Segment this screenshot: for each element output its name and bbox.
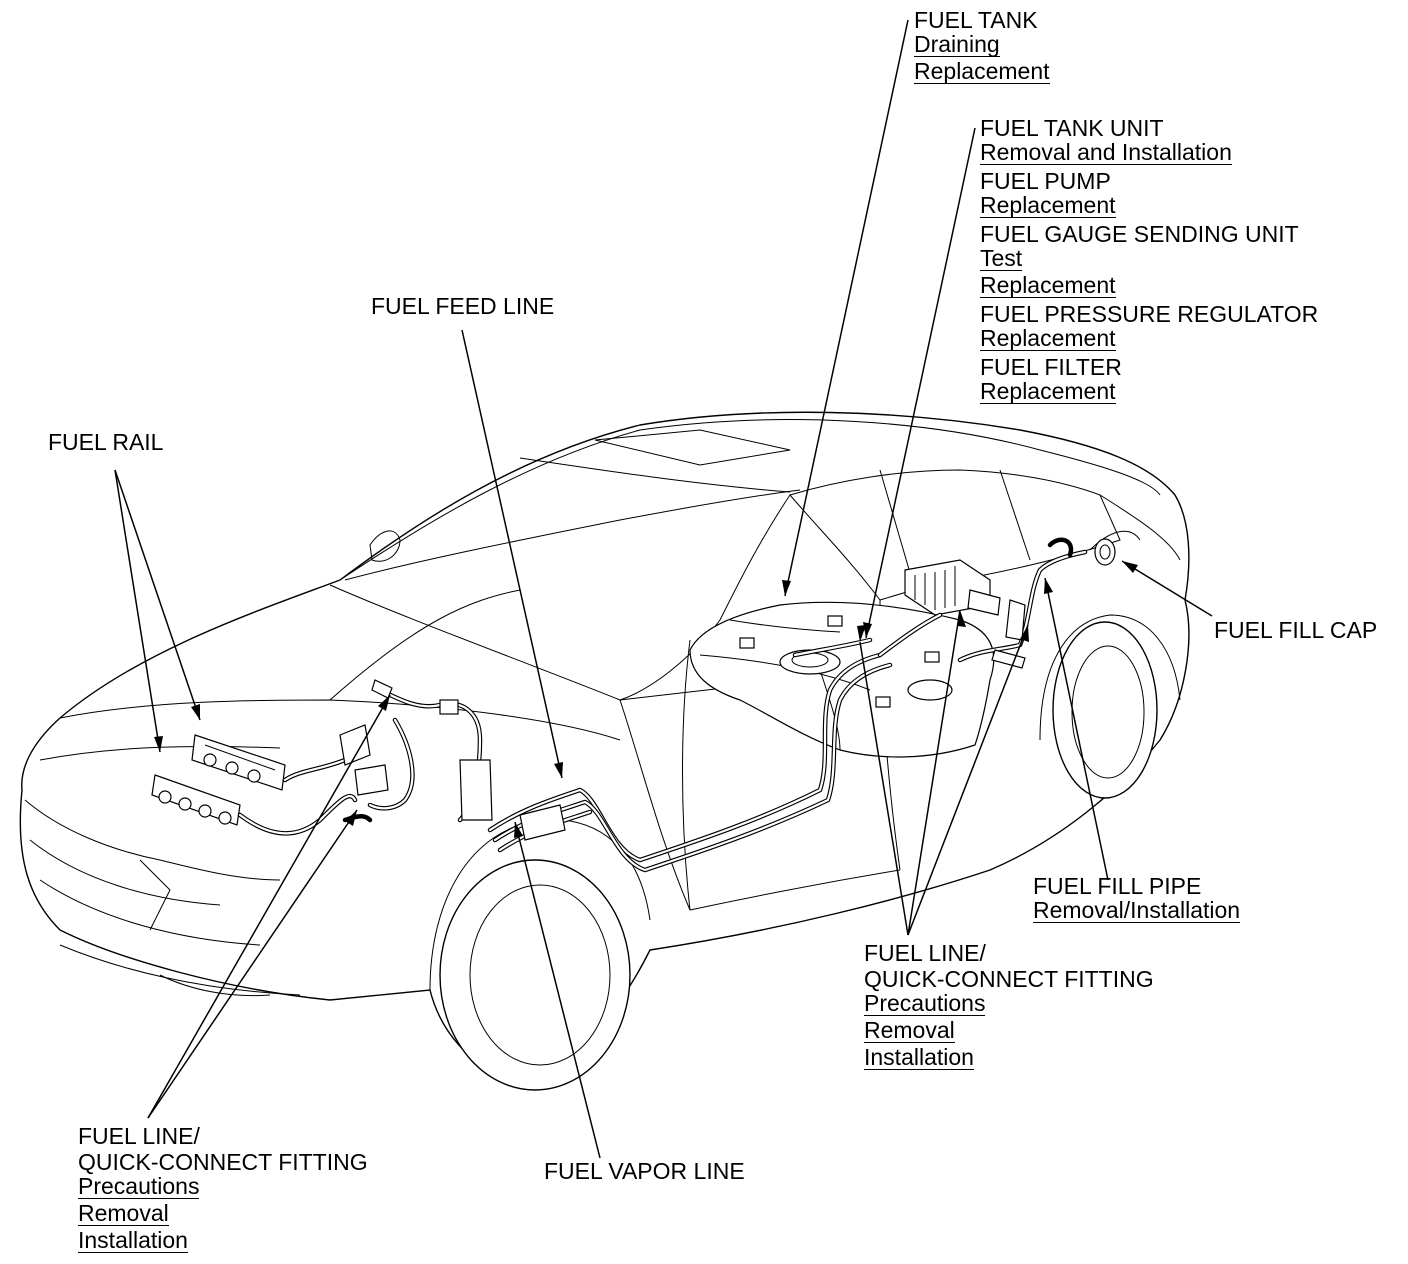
link-fuel-pressure-regulator-replacement[interactable]: Replacement — [980, 325, 1116, 351]
link-fuel-filter-replacement[interactable]: Replacement — [980, 378, 1116, 404]
engine-connectors-drawing — [339, 679, 493, 823]
label-fuel-tank: FUEL TANK Draining Replacement — [914, 7, 1050, 87]
label-title: FUEL TANK — [914, 7, 1038, 33]
label-title: FUEL PRESSURE REGULATOR — [980, 301, 1319, 327]
link-fuel-line-front-installation[interactable]: Installation — [78, 1227, 188, 1253]
link-fuel-line-front-removal[interactable]: Removal — [78, 1200, 169, 1226]
link-fuel-pump-replacement[interactable]: Replacement — [980, 192, 1116, 218]
label-title: FUEL VAPOR LINE — [544, 1158, 745, 1184]
label-fuel-fill-cap: FUEL FILL CAP — [1214, 617, 1377, 643]
link-fuel-tank-draining[interactable]: Draining — [914, 31, 1000, 57]
label-title: FUEL PUMP — [980, 168, 1111, 194]
evap-canister-drawing — [904, 559, 1001, 616]
label-title: FUEL FILTER — [980, 354, 1122, 380]
label-title: FUEL FILL PIPE — [1033, 873, 1202, 899]
leader-lines — [114, 19, 1213, 1159]
fuel-lines-drawing — [487, 612, 943, 873]
link-fuel-tank-replacement[interactable]: Replacement — [914, 58, 1050, 84]
label-fuel-vapor-line: FUEL VAPOR LINE — [544, 1158, 745, 1184]
label-title: FUEL TANK UNIT — [980, 115, 1164, 141]
link-fuel-line-rear-removal[interactable]: Removal — [864, 1017, 955, 1043]
label-fuel-feed-line: FUEL FEED LINE — [371, 293, 554, 319]
label-title: FUEL GAUGE SENDING UNIT — [980, 221, 1299, 247]
fuel-rail-drawing — [151, 734, 358, 836]
leader-arrowheads — [154, 561, 1138, 838]
label-title: FUEL RAIL — [48, 429, 164, 455]
car-body-outline — [19, 411, 1190, 1091]
label-title: FUEL FILL CAP — [1214, 617, 1378, 643]
link-fuel-tank-unit-removal-installation[interactable]: Removal and Installation — [980, 139, 1232, 165]
fuel-fill-pipe-drawing — [957, 537, 1116, 669]
label-title: QUICK-CONNECT FITTING — [78, 1149, 368, 1175]
label-title: FUEL LINE/ — [864, 940, 986, 966]
link-fuel-line-rear-installation[interactable]: Installation — [864, 1044, 974, 1070]
link-fuel-fill-pipe-removal-installation[interactable]: Removal/Installation — [1033, 897, 1241, 923]
label-fuel-line-front: FUEL LINE/ QUICK-CONNECT FITTING Precaut… — [78, 1123, 368, 1256]
link-fuel-line-rear-precautions[interactable]: Precautions — [864, 990, 986, 1016]
label-title: FUEL LINE/ — [78, 1123, 200, 1149]
label-title: QUICK-CONNECT FITTING — [864, 966, 1154, 992]
label-title: FUEL FEED LINE — [371, 293, 555, 319]
label-fuel-tank-unit-group: FUEL TANK UNIT Removal and Installation … — [980, 115, 1318, 407]
link-fuel-gauge-sending-unit-test[interactable]: Test — [980, 245, 1023, 271]
label-fuel-fill-pipe: FUEL FILL PIPE Removal/Installation — [1033, 873, 1241, 926]
label-fuel-rail: FUEL RAIL — [48, 429, 163, 455]
link-fuel-gauge-sending-unit-replacement[interactable]: Replacement — [980, 272, 1116, 298]
link-fuel-line-front-precautions[interactable]: Precautions — [78, 1173, 200, 1199]
label-fuel-line-rear: FUEL LINE/ QUICK-CONNECT FITTING Precaut… — [864, 940, 1154, 1073]
